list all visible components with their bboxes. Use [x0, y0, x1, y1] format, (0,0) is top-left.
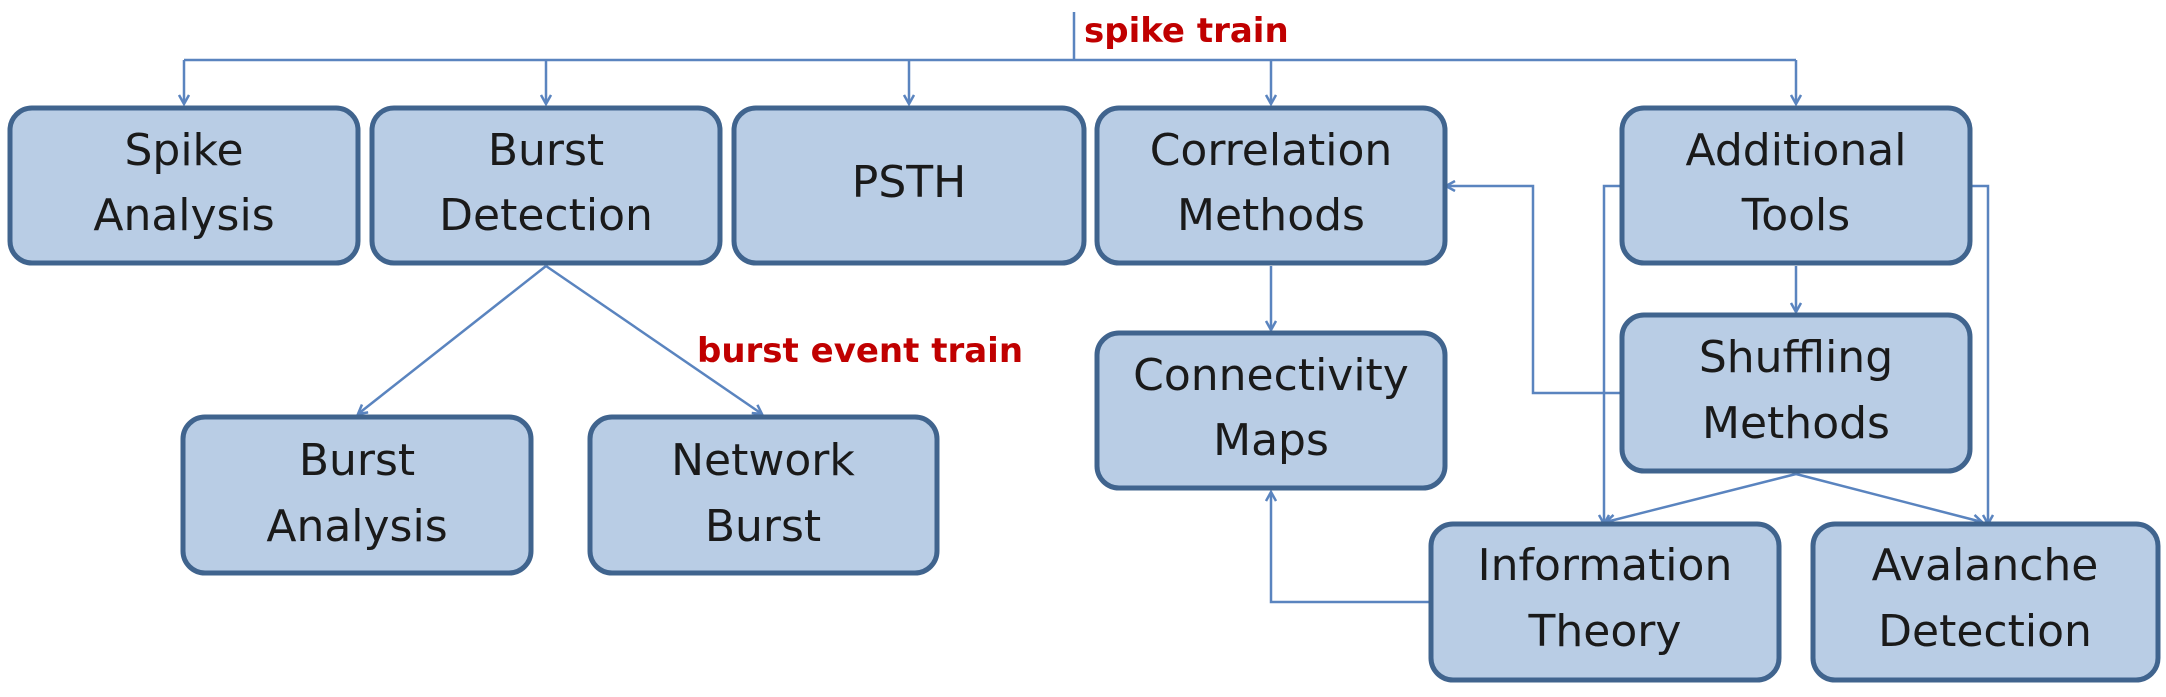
edge-information-to-connectivity: [1271, 492, 1431, 604]
edge-shuffling-to-information-theory: [1606, 472, 1797, 522]
svg-text:Shuffling: Shuffling: [1699, 332, 1893, 383]
svg-text:Connectivity: Connectivity: [1133, 350, 1409, 401]
svg-text:Burst: Burst: [705, 501, 821, 552]
node-correlation-methods: Correlation Methods: [1094, 105, 1448, 266]
spike-train-label: spike train: [1084, 11, 1289, 51]
svg-text:Network: Network: [671, 435, 855, 486]
svg-text:Methods: Methods: [1177, 190, 1365, 241]
edge-to-burst-analysis: [358, 265, 547, 414]
edge-shuffling-to-avalanche-detection: [1795, 472, 1982, 522]
node-burst-detection: Burst Detection: [369, 105, 723, 266]
node-psth: PSTH: [731, 105, 1087, 266]
node-shuffling-methods: Shuffling Methods: [1619, 312, 1973, 474]
spike-train-bus: [184, 12, 1796, 104]
svg-text:PSTH: PSTH: [852, 157, 966, 208]
svg-text:Burst: Burst: [299, 435, 415, 486]
edge-to-network-burst: [545, 264, 762, 414]
node-network-burst: Network Burst: [587, 414, 940, 576]
edge-shuffling-to-correlation: [1446, 186, 1622, 395]
svg-text:Correlation: Correlation: [1150, 125, 1393, 176]
svg-text:Analysis: Analysis: [266, 501, 447, 552]
svg-text:Burst: Burst: [488, 125, 604, 176]
node-burst-analysis: Burst Analysis: [180, 414, 534, 576]
svg-text:Spike: Spike: [124, 125, 243, 176]
svg-text:Theory: Theory: [1528, 606, 1682, 657]
node-additional-tools: Additional Tools: [1619, 105, 1973, 266]
svg-text:Avalanche: Avalanche: [1872, 540, 2099, 591]
edge-tools-to-avalanche-detection: [1970, 184, 1988, 524]
node-spike-analysis: Spike Analysis: [7, 105, 361, 266]
svg-text:Detection: Detection: [1878, 606, 2092, 657]
svg-text:Tools: Tools: [1741, 190, 1850, 241]
node-avalanche-detection: Avalanche Detection: [1810, 521, 2161, 683]
burst-event-train-label: burst event train: [697, 331, 1023, 371]
node-information-theory: Information Theory: [1428, 521, 1782, 683]
svg-text:Detection: Detection: [439, 190, 653, 241]
svg-text:Additional: Additional: [1686, 125, 1907, 176]
svg-text:Analysis: Analysis: [93, 190, 274, 241]
svg-text:Maps: Maps: [1213, 415, 1329, 466]
svg-text:Methods: Methods: [1702, 398, 1890, 449]
node-connectivity-maps: Connectivity Maps: [1094, 330, 1448, 491]
edge-tools-to-information-theory: [1604, 184, 1622, 524]
svg-text:Information: Information: [1478, 540, 1733, 591]
